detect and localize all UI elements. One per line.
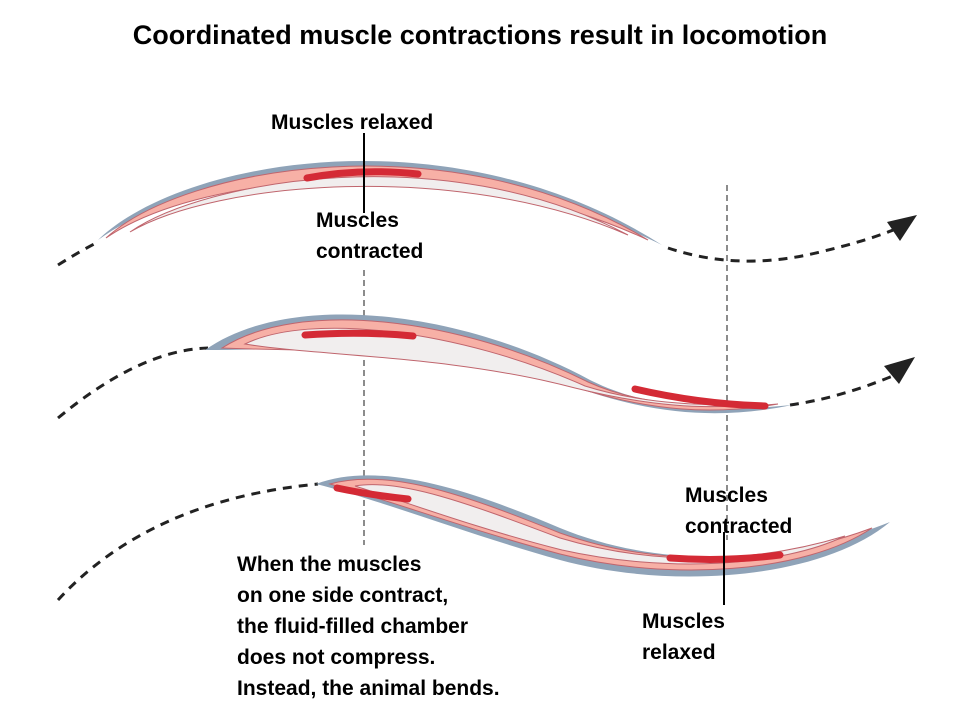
worm-3-cavity xyxy=(354,484,846,565)
label-bottom-muscles-relaxed: Muscles relaxed xyxy=(642,610,725,664)
worm-3-body xyxy=(328,478,873,571)
path-trail-2-in xyxy=(57,346,209,420)
worm-3-contracted-muscle-front xyxy=(333,484,412,503)
worm-2-contracted-muscle-rear xyxy=(631,385,769,410)
label-top-muscles-relaxed: Muscles relaxed xyxy=(271,111,434,134)
worm-2-contracted-muscle-front xyxy=(301,329,417,340)
path-trail-2-out xyxy=(789,373,896,407)
worm-2 xyxy=(57,314,915,420)
arrow-head-icon xyxy=(884,357,915,384)
diagram-title: Coordinated muscle contractions result i… xyxy=(132,20,828,50)
caption: When the muscles on one side contract, t… xyxy=(237,553,500,700)
label-bottom-muscles-contracted: Muscles contracted xyxy=(685,484,793,538)
worm-1-contracted-muscle xyxy=(303,168,422,182)
worm-1 xyxy=(57,133,917,267)
label-top-muscles-contracted: Muscles contracted xyxy=(316,209,424,263)
worm-1-cavity xyxy=(129,176,629,236)
path-trail-1-out xyxy=(667,226,899,263)
arrow-head-icon xyxy=(887,215,917,241)
worm-3 xyxy=(56,475,890,605)
path-trail-3-in xyxy=(56,482,319,602)
path-trail-1-in xyxy=(57,240,99,267)
